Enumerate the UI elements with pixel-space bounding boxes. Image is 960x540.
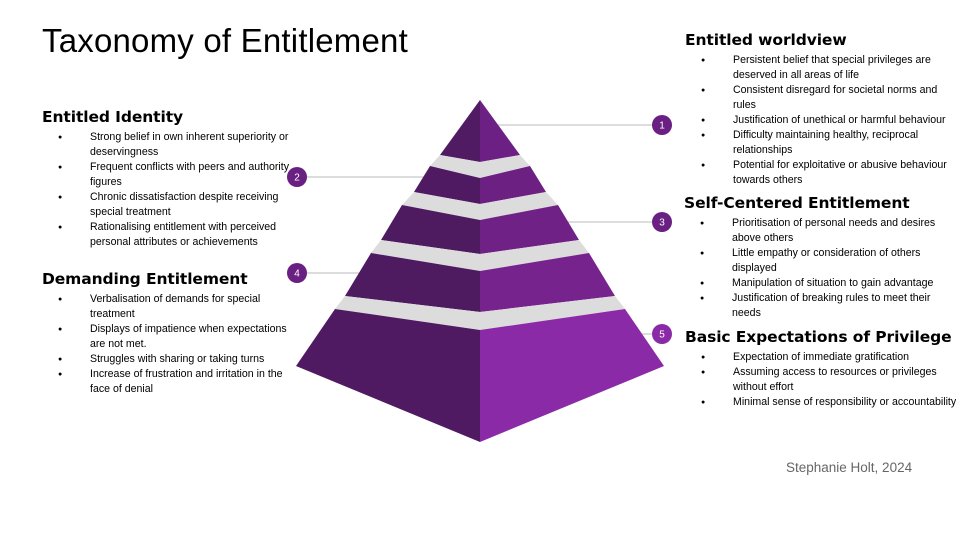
list-item: Strong belief in own inherent superiorit… (42, 130, 292, 160)
demanding-entitlement-block: Demanding Entitlement Verbalisation of d… (42, 270, 292, 397)
list-item: Justification of unethical or harmful be… (685, 113, 957, 128)
list-item: Prioritisation of personal needs and des… (684, 216, 956, 246)
demanding-entitlement-heading: Demanding Entitlement (42, 270, 248, 288)
list-item: Manipulation of situation to gain advant… (684, 276, 956, 291)
list-item: Consistent disregard for societal norms … (685, 83, 957, 113)
pyramid-gap-4 (335, 296, 625, 330)
badge-5: 5 (652, 324, 672, 344)
list-item: Justification of breaking rules to meet … (684, 291, 956, 321)
list-item: Chronic dissatisfaction despite receivin… (42, 190, 292, 220)
badge-1: 1 (652, 115, 672, 135)
list-item: Minimal sense of responsibility or accou… (685, 395, 957, 410)
basic-expectations-list: Expectation of immediate gratification A… (685, 350, 957, 410)
pyramid-gap-3 (371, 240, 589, 271)
list-item: Verbalisation of demands for special tre… (42, 292, 292, 322)
basic-expectations-heading: Basic Expectations of Privilege (685, 328, 952, 346)
self-centered-entitlement-heading: Self-Centered Entitlement (684, 194, 910, 212)
svg-text:4: 4 (294, 269, 300, 280)
list-item: Persistent belief that special privilege… (685, 53, 957, 83)
list-item: Expectation of immediate gratification (685, 350, 957, 365)
svg-text:5: 5 (659, 330, 665, 341)
list-item: Frequent conflicts with peers and author… (42, 160, 292, 190)
list-item: Struggles with sharing or taking turns (42, 352, 292, 367)
pyramid-gap-1 (430, 155, 530, 178)
entitled-worldview-block: Entitled worldview Persistent belief tha… (685, 31, 957, 188)
svg-text:3: 3 (659, 218, 665, 229)
pyramid-layer-3 (381, 205, 579, 254)
entitled-identity-list: Strong belief in own inherent superiorit… (42, 130, 292, 250)
list-item: Increase of frustration and irritation i… (42, 367, 292, 397)
slide-title: Taxonomy of Entitlement (42, 22, 408, 59)
list-item: Difficulty maintaining healthy, reciproc… (685, 128, 957, 158)
self-centered-entitlement-block: Self-Centered Entitlement Prioritisation… (684, 194, 956, 321)
pyramid-layer-2 (414, 166, 546, 204)
svg-text:1: 1 (659, 121, 665, 132)
entitled-worldview-list: Persistent belief that special privilege… (685, 53, 957, 188)
demanding-entitlement-list: Verbalisation of demands for special tre… (42, 292, 292, 397)
pyramid-layer-1 (440, 100, 520, 162)
list-item: Rationalising entitlement with perceived… (42, 220, 292, 250)
badge-4: 4 (287, 263, 307, 283)
list-item: Assuming access to resources or privileg… (685, 365, 957, 395)
entitled-identity-heading: Entitled Identity (42, 108, 184, 126)
badge-2: 2 (287, 167, 307, 187)
entitled-identity-block: Entitled Identity Strong belief in own i… (42, 108, 292, 250)
svg-text:2: 2 (294, 173, 300, 184)
list-item: Little empathy or consideration of other… (684, 246, 956, 276)
list-item: Potential for exploitative or abusive be… (685, 158, 957, 188)
badge-3: 3 (652, 212, 672, 232)
pyramid-layer-4 (345, 253, 615, 312)
entitled-worldview-heading: Entitled worldview (685, 31, 847, 49)
basic-expectations-block: Basic Expectations of Privilege Expectat… (685, 328, 957, 410)
author-credit: Stephanie Holt, 2024 (786, 460, 913, 475)
pyramid-gap-2 (402, 192, 558, 220)
list-item: Displays of impatience when expectations… (42, 322, 292, 352)
pyramid-layer-5 (296, 309, 664, 442)
self-centered-entitlement-list: Prioritisation of personal needs and des… (684, 216, 956, 321)
